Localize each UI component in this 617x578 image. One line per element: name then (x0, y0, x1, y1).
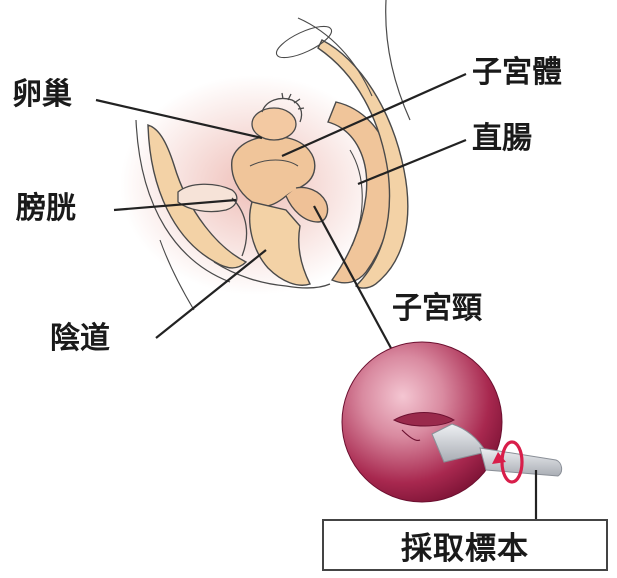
spine-line (386, 0, 410, 120)
label-cervix: 子宮頸 (392, 292, 482, 326)
label-bladder: 膀胱 (16, 192, 76, 226)
label-vagina: 陰道 (50, 322, 110, 356)
cervix-closeup (342, 342, 502, 502)
label-uterus: 子宮體 (472, 56, 562, 90)
label-ovary: 卵巢 (12, 78, 72, 112)
ovary-shape (252, 108, 296, 140)
label-rectum: 直腸 (472, 122, 532, 156)
pelvic-anatomy (120, 0, 410, 310)
bladder-shape (178, 184, 237, 211)
sample-collection-box: 採取標本 (322, 519, 608, 571)
sample-collection-label: 採取標本 (401, 523, 529, 568)
